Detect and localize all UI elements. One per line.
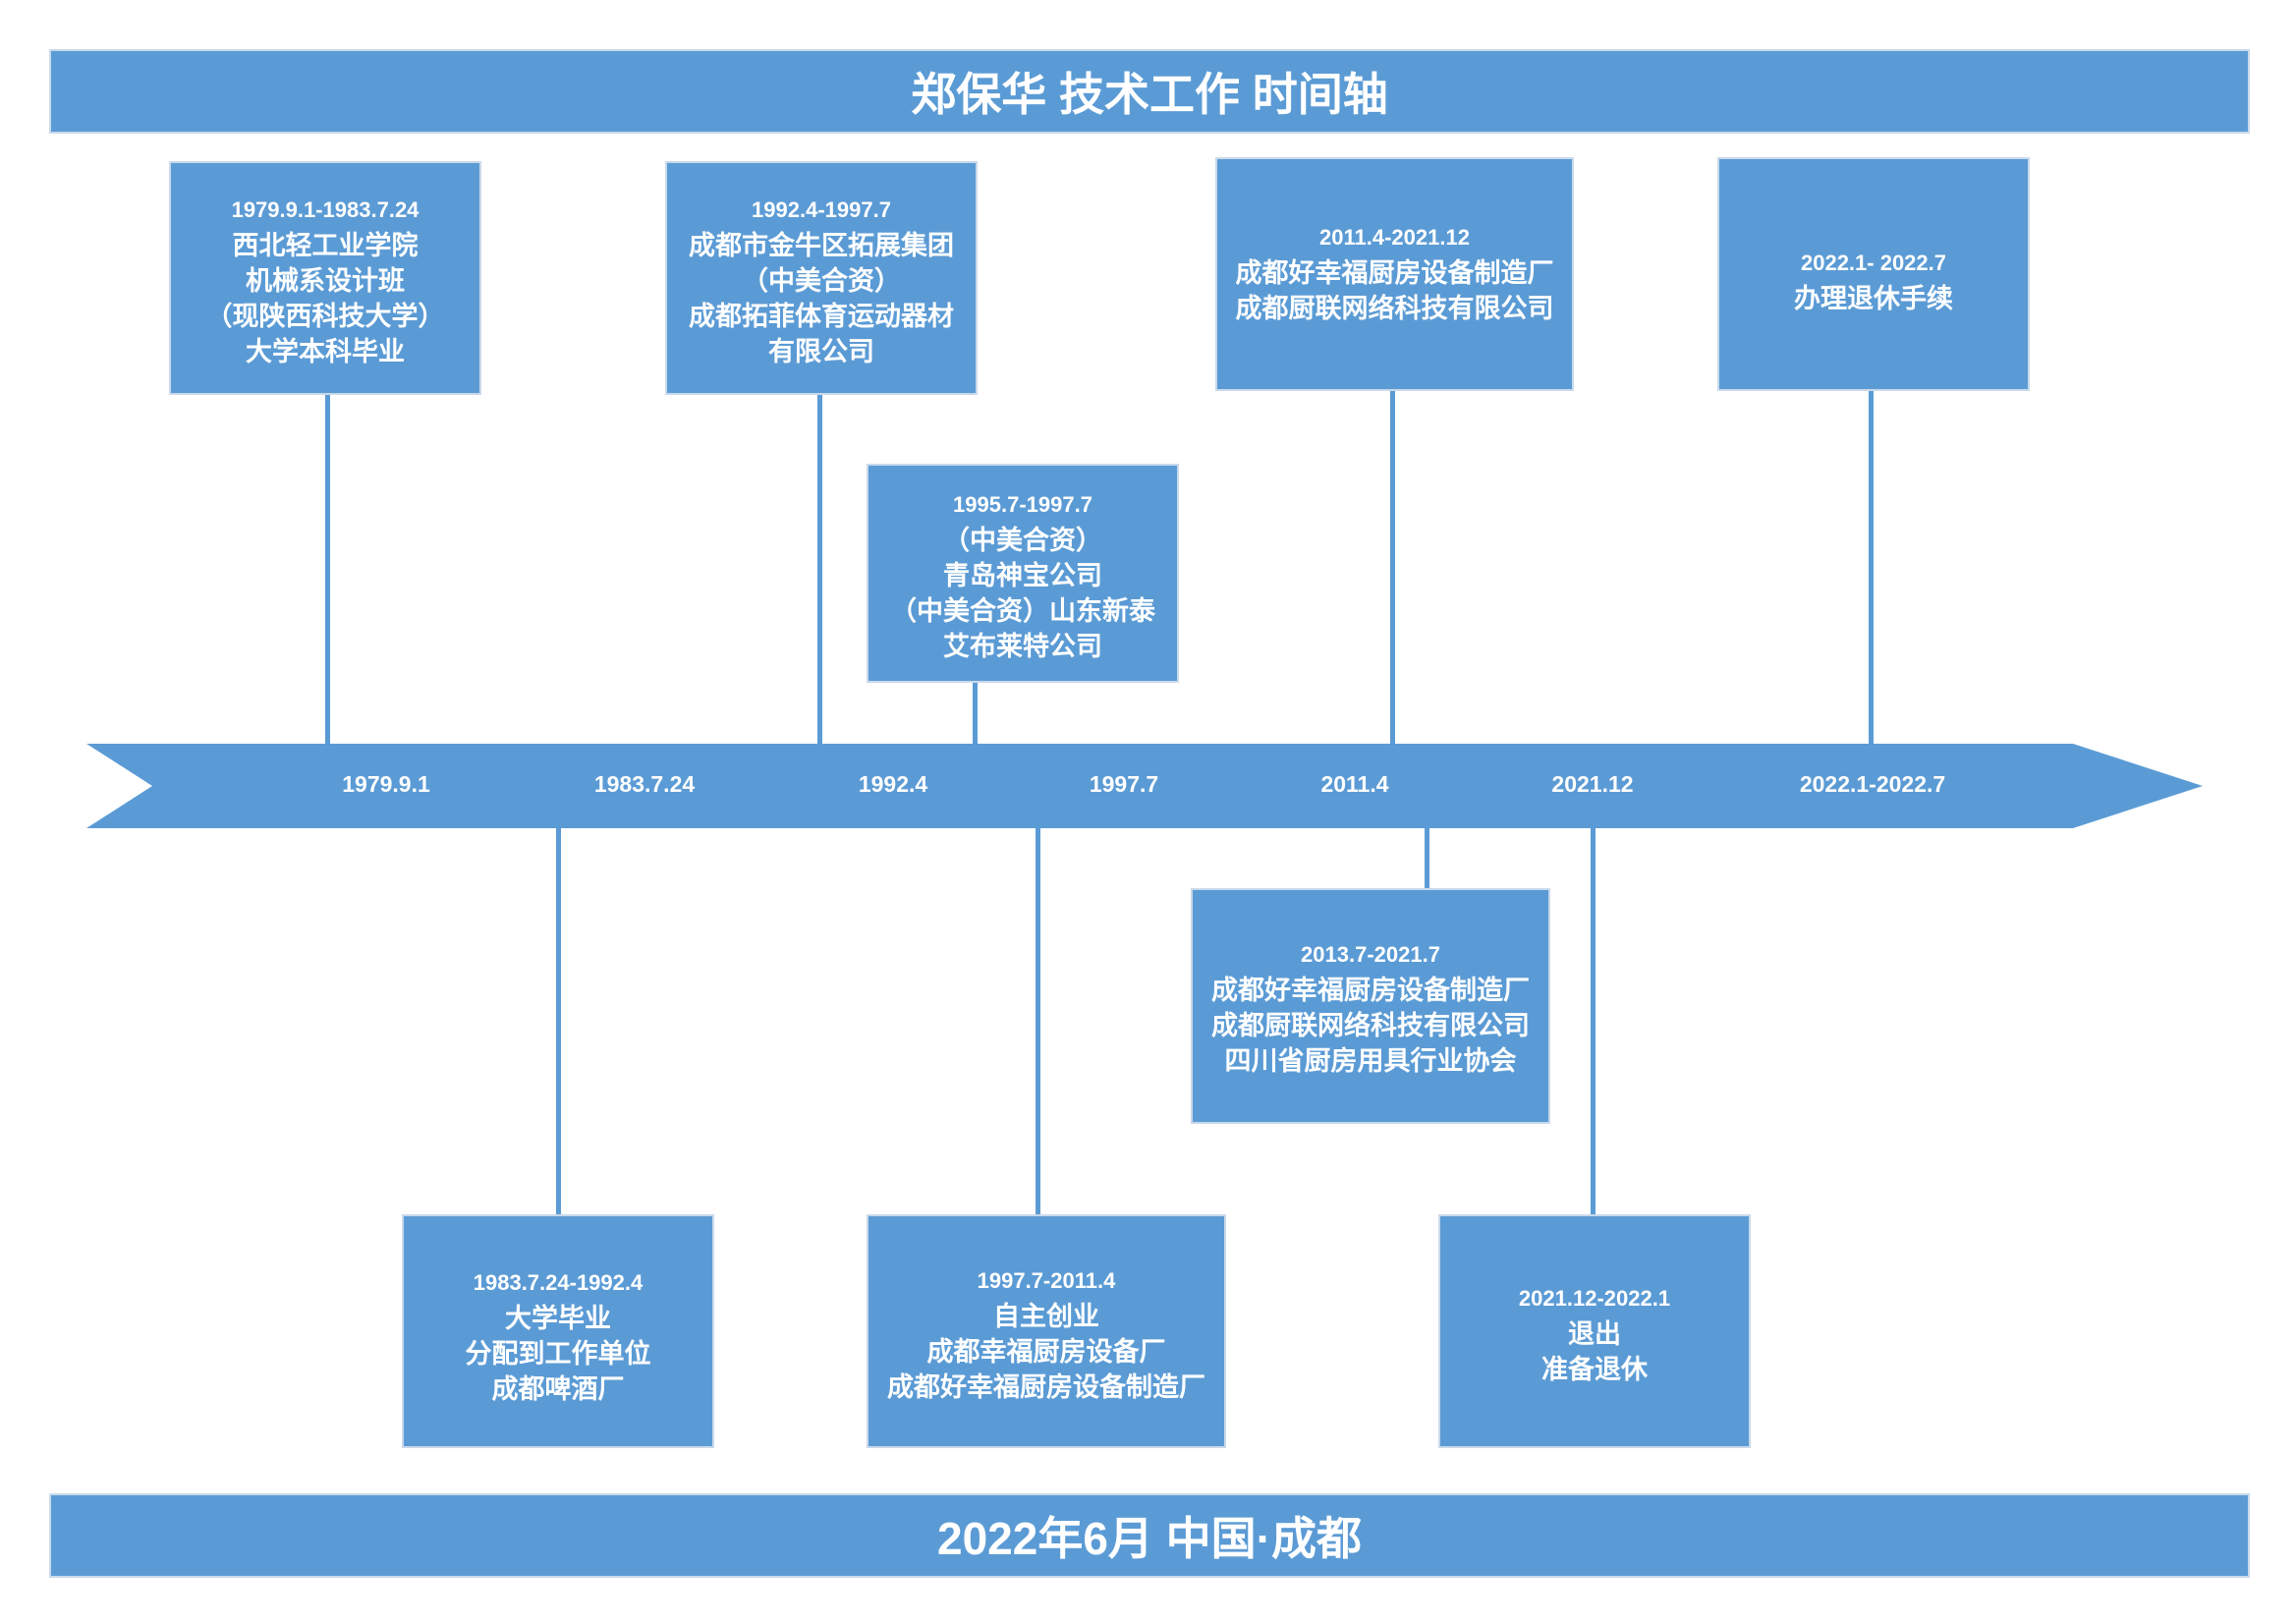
event-date: 1997.7-2011.4 bbox=[977, 1268, 1116, 1293]
event-line: 西北轻工业学院 bbox=[232, 231, 419, 260]
event-date: 1992.4-1997.7 bbox=[752, 197, 891, 222]
event-line: 退出 bbox=[1568, 1319, 1621, 1349]
event-line: 大学毕业 bbox=[505, 1304, 611, 1333]
event-line: 成都拓菲体育运动器材 bbox=[689, 302, 954, 331]
event-line: 四川省厨房用具行业协会 bbox=[1224, 1046, 1517, 1076]
event-line: （中美合资）山东新泰 bbox=[890, 596, 1155, 626]
event-line: （现陕西科技大学） bbox=[205, 302, 445, 331]
event-line: 成都幸福厨房设备厂 bbox=[926, 1337, 1166, 1367]
event-line: 成都啤酒厂 bbox=[491, 1374, 625, 1404]
event-box: 1983.7.24-1992.4 大学毕业 分配到工作单位 成都啤酒厂 bbox=[402, 1214, 714, 1448]
event-box: 2022.1- 2022.7 办理退休手续 bbox=[1717, 157, 2030, 391]
event-box: 2021.12-2022.1 退出 准备退休 bbox=[1438, 1214, 1751, 1448]
event-date: 2013.7-2021.7 bbox=[1301, 942, 1440, 967]
event-box: 1979.9.1-1983.7.24 西北轻工业学院 机械系设计班 （现陕西科技… bbox=[169, 161, 481, 395]
event-box: 1995.7-1997.7 （中美合资） 青岛神宝公司 （中美合资）山东新泰 艾… bbox=[867, 464, 1179, 683]
connector bbox=[1036, 827, 1040, 1216]
connector bbox=[325, 393, 330, 745]
connector bbox=[817, 393, 822, 745]
event-line: 成都好幸福厨房设备制造厂 bbox=[1235, 258, 1554, 288]
event-box: 1997.7-2011.4 自主创业 成都幸福厨房设备厂 成都好幸福厨房设备制造… bbox=[867, 1214, 1226, 1448]
event-date: 1995.7-1997.7 bbox=[953, 492, 1092, 517]
axis-tick: 1992.4 bbox=[858, 771, 928, 797]
connector bbox=[1390, 389, 1395, 745]
event-date: 2011.4-2021.12 bbox=[1319, 225, 1470, 250]
event-line: 有限公司 bbox=[768, 337, 874, 366]
event-line: 自主创业 bbox=[993, 1302, 1099, 1331]
event-line: 机械系设计班 bbox=[246, 266, 405, 296]
event-line: 成都市金牛区拓展集团 bbox=[689, 231, 954, 260]
page-title: 郑保华 技术工作 时间轴 bbox=[911, 69, 1388, 120]
event-line: 大学本科毕业 bbox=[246, 337, 405, 366]
event-date: 2022.1- 2022.7 bbox=[1800, 251, 1947, 275]
event-line: （中美合资） bbox=[943, 526, 1102, 555]
event-line: 青岛神宝公司 bbox=[943, 561, 1102, 590]
axis-tick: 1997.7 bbox=[1089, 771, 1159, 797]
event-date: 1983.7.24-1992.4 bbox=[473, 1270, 644, 1295]
event-line: （中美合资） bbox=[742, 266, 901, 296]
connector bbox=[556, 827, 561, 1216]
event-line: 艾布莱特公司 bbox=[943, 632, 1102, 661]
axis-tick: 1979.9.1 bbox=[342, 771, 430, 797]
title-banner: 郑保华 技术工作 时间轴 bbox=[49, 49, 2250, 134]
event-box: 2013.7-2021.7 成都好幸福厨房设备制造厂 成都厨联网络科技有限公司 … bbox=[1191, 888, 1550, 1124]
event-line: 成都好幸福厨房设备制造厂 bbox=[1211, 976, 1530, 1005]
event-box: 2011.4-2021.12 成都好幸福厨房设备制造厂 成都厨联网络科技有限公司 bbox=[1215, 157, 1574, 391]
event-box: 1992.4-1997.7 成都市金牛区拓展集团 （中美合资） 成都拓菲体育运动… bbox=[665, 161, 978, 395]
connector bbox=[1869, 389, 1874, 745]
connector bbox=[973, 681, 978, 745]
footer-banner: 2022年6月 中国·成都 bbox=[49, 1493, 2250, 1578]
event-date: 2021.12-2022.1 bbox=[1518, 1286, 1671, 1311]
axis-tick: 2011.4 bbox=[1320, 771, 1389, 797]
footer-text: 2022年6月 中国·成都 bbox=[936, 1513, 1362, 1564]
event-line: 办理退休手续 bbox=[1794, 284, 1953, 313]
connector bbox=[1591, 827, 1596, 1216]
axis-tick: 2021.12 bbox=[1551, 771, 1634, 797]
connector bbox=[1425, 827, 1429, 890]
event-line: 准备退休 bbox=[1541, 1355, 1648, 1384]
event-line: 成都厨联网络科技有限公司 bbox=[1211, 1011, 1530, 1040]
axis-tick: 1983.7.24 bbox=[593, 771, 696, 797]
axis-tick: 2022.1-2022.7 bbox=[1799, 771, 1946, 797]
event-line: 成都好幸福厨房设备制造厂 bbox=[887, 1372, 1205, 1402]
event-line: 成都厨联网络科技有限公司 bbox=[1235, 294, 1554, 323]
event-line: 分配到工作单位 bbox=[465, 1339, 651, 1369]
event-date: 1979.9.1-1983.7.24 bbox=[231, 197, 420, 222]
